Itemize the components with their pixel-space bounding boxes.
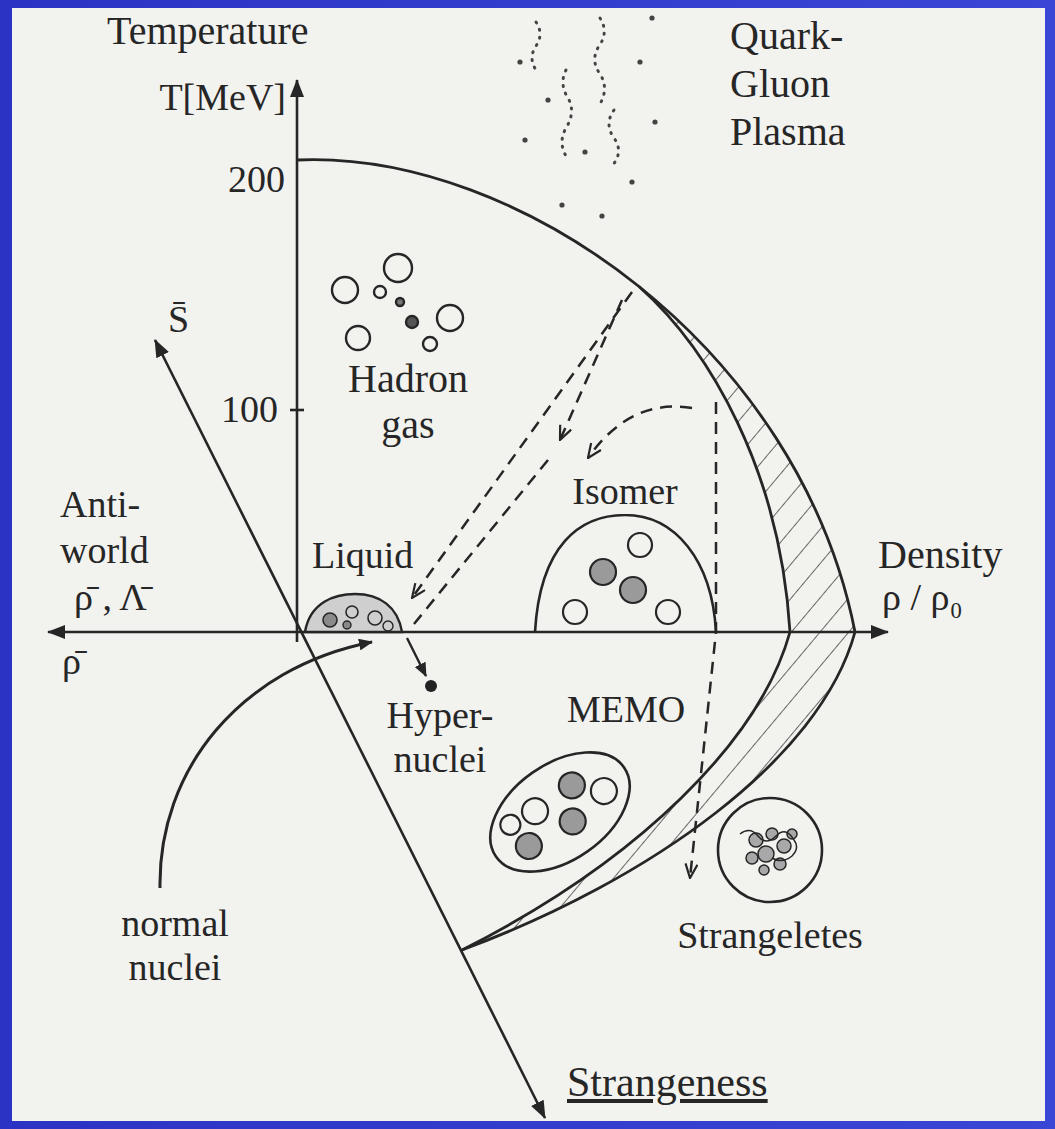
strangelet-circle: Strangeletes bbox=[655, 784, 895, 964]
quark-cluster bbox=[740, 828, 797, 875]
paper-ground bbox=[12, 8, 1045, 1121]
nucleon-circle bbox=[656, 600, 680, 624]
nucleon-circle bbox=[563, 600, 587, 624]
quark-dot bbox=[652, 119, 657, 124]
axis-title: Temperature bbox=[105, 8, 311, 54]
quark-blob bbox=[777, 839, 791, 853]
inner-boundary bbox=[462, 287, 790, 951]
liquid-outline bbox=[305, 594, 402, 632]
callout-label: normal nuclei bbox=[119, 902, 231, 989]
baryon-circle bbox=[586, 773, 622, 809]
phase-label: Hadron gas bbox=[346, 356, 470, 448]
nucleon-circle bbox=[323, 613, 337, 627]
isomer-region: Isomer bbox=[525, 468, 725, 638]
strange-outline bbox=[718, 798, 822, 902]
quark-blob bbox=[749, 833, 763, 847]
hadron-circle bbox=[374, 286, 386, 298]
strangelet-outline bbox=[718, 798, 822, 902]
drop-outline bbox=[305, 594, 402, 632]
leader-arrow bbox=[407, 638, 426, 676]
hadron-sketch bbox=[332, 254, 463, 351]
axis-title: Density bbox=[876, 532, 1004, 578]
axis-title: ρ̄ , Λ̄ bbox=[72, 576, 149, 620]
tick-value: 200 bbox=[226, 158, 287, 202]
memo-outline bbox=[469, 728, 652, 896]
quark-dot bbox=[582, 149, 587, 154]
quark-dot bbox=[559, 202, 564, 207]
isomer-outline bbox=[535, 515, 716, 632]
gluon-string bbox=[609, 110, 619, 166]
leader-arrow bbox=[160, 642, 372, 888]
quark-dot bbox=[649, 15, 654, 20]
region-label: MEMO bbox=[565, 688, 687, 732]
hypernucleus-dot bbox=[425, 680, 437, 692]
baryon-circle bbox=[496, 811, 524, 839]
quark-dot bbox=[599, 213, 604, 218]
axis-title: S̄ bbox=[166, 298, 191, 342]
strangeness-axis bbox=[155, 340, 545, 1118]
baryon-circle bbox=[517, 793, 553, 829]
gluon-string bbox=[562, 70, 572, 156]
memo-ellipse: MEMO bbox=[470, 688, 700, 888]
outer-boundary bbox=[297, 160, 855, 950]
baryon-circle bbox=[554, 767, 590, 803]
phase-boundary bbox=[297, 160, 855, 950]
phase-label: Quark- Gluon Plasma bbox=[728, 12, 848, 156]
liquid-drop: Liquid bbox=[300, 532, 470, 636]
nucleon-circle bbox=[343, 621, 351, 629]
quark-dot bbox=[517, 59, 522, 64]
quark-blob bbox=[766, 828, 778, 840]
axis-title: ρ̄ bbox=[60, 640, 83, 684]
quark-blob bbox=[746, 852, 758, 864]
nucleon-circle bbox=[628, 533, 652, 557]
baryon-circle bbox=[555, 803, 591, 839]
plasma-sketch bbox=[532, 18, 619, 166]
tick-value: 100 bbox=[219, 388, 280, 432]
axis-title: Anti- world bbox=[58, 482, 151, 573]
temperature-axis bbox=[296, 80, 299, 642]
region-label: Strangeletes bbox=[675, 914, 865, 958]
dashed-arrow bbox=[690, 402, 716, 878]
region-label: Liquid bbox=[310, 534, 415, 578]
quark-dot bbox=[522, 137, 527, 142]
hadron-dot bbox=[396, 298, 404, 306]
axis-unit: T[MeV] bbox=[157, 76, 288, 120]
nucleon-circle bbox=[383, 621, 393, 631]
phase-label: Hyper- nuclei bbox=[385, 694, 496, 781]
density-axis bbox=[48, 631, 888, 634]
isomer-outline bbox=[535, 515, 716, 632]
region-label: Isomer bbox=[570, 470, 680, 514]
axes bbox=[48, 80, 888, 1118]
memo-outline bbox=[469, 728, 652, 896]
quark-dot bbox=[545, 97, 550, 102]
axis-title: Strangeness bbox=[565, 1058, 770, 1106]
nucleon-circle bbox=[346, 606, 358, 618]
hatched-band bbox=[462, 287, 855, 951]
dashed-arrow bbox=[588, 407, 692, 458]
dashed-line bbox=[414, 460, 548, 624]
nucleon-circle bbox=[620, 577, 646, 603]
hadron-circle bbox=[332, 277, 358, 303]
hadron-circle bbox=[423, 337, 437, 351]
hadron-circle bbox=[384, 254, 412, 282]
gluon-string bbox=[595, 18, 605, 104]
axis-unit: ρ / ρ₀ bbox=[880, 576, 965, 620]
axis-tick bbox=[290, 409, 304, 412]
dashed-arrow bbox=[560, 300, 622, 440]
quark-blob bbox=[759, 865, 769, 875]
memo-group bbox=[469, 728, 652, 896]
gluon-string bbox=[532, 22, 540, 70]
quark-dot bbox=[629, 179, 634, 184]
quark-blob bbox=[758, 846, 774, 862]
quark-string bbox=[740, 830, 797, 860]
hadron-circle bbox=[346, 326, 370, 350]
nucleon-circle bbox=[590, 559, 616, 585]
hadron-circle bbox=[437, 305, 463, 331]
hadron-dot bbox=[406, 316, 418, 328]
nucleon-circle bbox=[368, 611, 382, 625]
quark-dot bbox=[637, 59, 642, 64]
quark-dots bbox=[517, 15, 657, 218]
